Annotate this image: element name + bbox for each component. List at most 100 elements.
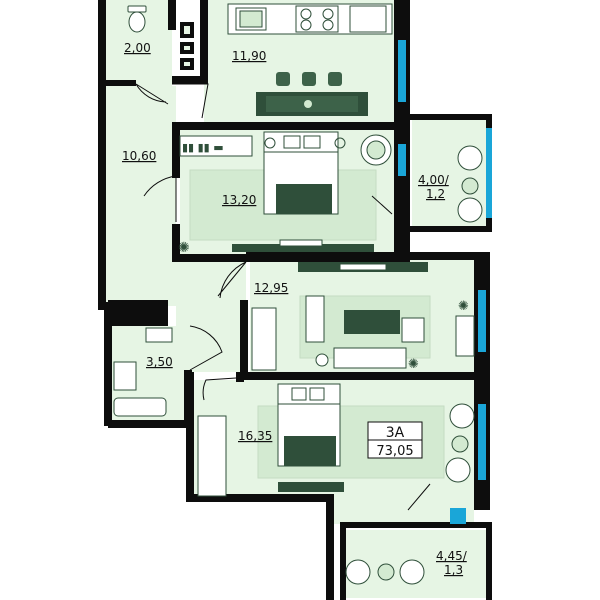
chair-icon [328, 72, 342, 86]
pillow [303, 135, 321, 149]
door-balcony1 [371, 195, 393, 215]
wall-bedroom1-top [172, 122, 398, 130]
plant-icon: ✺ [178, 240, 190, 256]
area-label-balcony2-1: 4,45/ [436, 549, 468, 563]
chair-icon [457, 197, 483, 223]
desk-icon [455, 315, 475, 357]
window-living [478, 290, 486, 352]
window-balcony1 [486, 128, 492, 218]
pillar-inner [184, 26, 190, 34]
wardrobe [197, 415, 227, 497]
burner [322, 8, 334, 20]
tv [279, 239, 323, 247]
bed-blanket [276, 184, 332, 214]
door-wc [135, 83, 169, 105]
area-label-balcony2-2: 1,3 [444, 563, 463, 577]
area-label-balcony1-2: 1,2 [426, 187, 445, 201]
washing-machine-icon [113, 361, 137, 391]
chair-icon [445, 457, 471, 483]
wall-balcony2-top [340, 522, 492, 528]
door-bath [189, 325, 223, 371]
pillar-inner [184, 62, 190, 66]
balcony2-furniture [345, 559, 425, 585]
wall-bed2-left2 [326, 494, 334, 600]
chair-icon [276, 72, 290, 86]
wall-wc-right [168, 0, 176, 30]
wall-bed2-bottom [186, 494, 332, 502]
door-bedroom1 [143, 175, 177, 222]
pillar-inner [184, 46, 190, 50]
bathroom-furniture [113, 327, 173, 417]
chair-icon [449, 403, 475, 429]
sofa-icon [305, 295, 325, 343]
table-icon [461, 177, 479, 195]
dining-table [256, 72, 368, 116]
apartment-type-box: 3А 73,05 [367, 421, 423, 459]
wall-bedroom1-left [172, 122, 180, 178]
area-label-bedroom1: 13,20 [222, 193, 256, 207]
door-balcony2 [407, 483, 431, 511]
apartment-type: 3А [386, 425, 405, 441]
burner [300, 19, 312, 31]
dresser [278, 482, 344, 492]
bed-head [277, 383, 341, 405]
wall-kitchen-bottom [172, 76, 208, 84]
nightstand [334, 137, 346, 149]
pillow [283, 135, 301, 149]
window-bedroom2 [478, 404, 486, 480]
windows [398, 40, 492, 524]
apartment-total-area: 73,05 [376, 444, 413, 459]
chair-icon [345, 559, 371, 585]
toilet-icon [127, 5, 147, 33]
door-living [217, 261, 247, 299]
window-bedroom1 [398, 144, 406, 176]
door-bed2 [202, 377, 237, 401]
area-label-balcony1-1: 4,00/ [418, 173, 450, 187]
wall-bath-right [184, 370, 192, 426]
sofa-icon [333, 347, 407, 369]
doors [135, 83, 431, 511]
window-bed2-bottom [450, 508, 466, 524]
wc-pillars [180, 22, 194, 70]
wall-hall-col [236, 372, 244, 382]
room-labels: 2,00 11,90 10,60 13,20 4,00/ 1,2 12,95 3… [122, 41, 468, 577]
wall-living-top [246, 252, 482, 260]
floor-hall-2 [176, 252, 246, 372]
area-label-hall: 10,60 [122, 149, 156, 163]
area-label-wc: 2,00 [124, 41, 151, 55]
burner [300, 8, 312, 20]
burner [322, 19, 334, 31]
bedroom2-furniture [197, 383, 475, 497]
plant-icon: ✺ [458, 299, 469, 314]
bathtub-icon [113, 397, 167, 417]
wall-wc-bottom [106, 80, 136, 86]
chair-icon [399, 559, 425, 585]
wall-bedroom1-left2 [172, 224, 180, 262]
area-label-kitchen: 11,90 [232, 49, 266, 63]
table-icon [377, 563, 395, 581]
coffee-table [344, 310, 400, 334]
wall-kitchen-left [200, 0, 208, 84]
tv-stand [232, 244, 374, 252]
area-label-bedroom2: 16,35 [238, 429, 272, 443]
wall-living-bottom [240, 372, 480, 380]
wall-balcony1-bottom [408, 226, 492, 232]
table-icon [451, 435, 469, 453]
wall-left-bath [104, 302, 112, 426]
balcony1-furniture [457, 145, 483, 223]
area-label-bathroom: 3,50 [146, 355, 173, 369]
floors [106, 0, 488, 598]
chair-icon [457, 145, 483, 171]
fridge [349, 5, 387, 33]
pillow [309, 387, 325, 401]
bed-blanket [284, 436, 336, 466]
door-kitchen [172, 83, 209, 119]
plant-icon: ✺ [408, 357, 419, 372]
armchair-icon-inner [366, 140, 386, 160]
plant-icon [315, 353, 329, 367]
wall-bath-top [108, 300, 168, 326]
wall-right-kitchen [394, 0, 410, 262]
area-label-living: 12,95 [254, 281, 288, 295]
shoe-icon: ▮▮ ▮▮ ▬ [182, 141, 224, 154]
wall-balcony2-left [340, 526, 346, 600]
